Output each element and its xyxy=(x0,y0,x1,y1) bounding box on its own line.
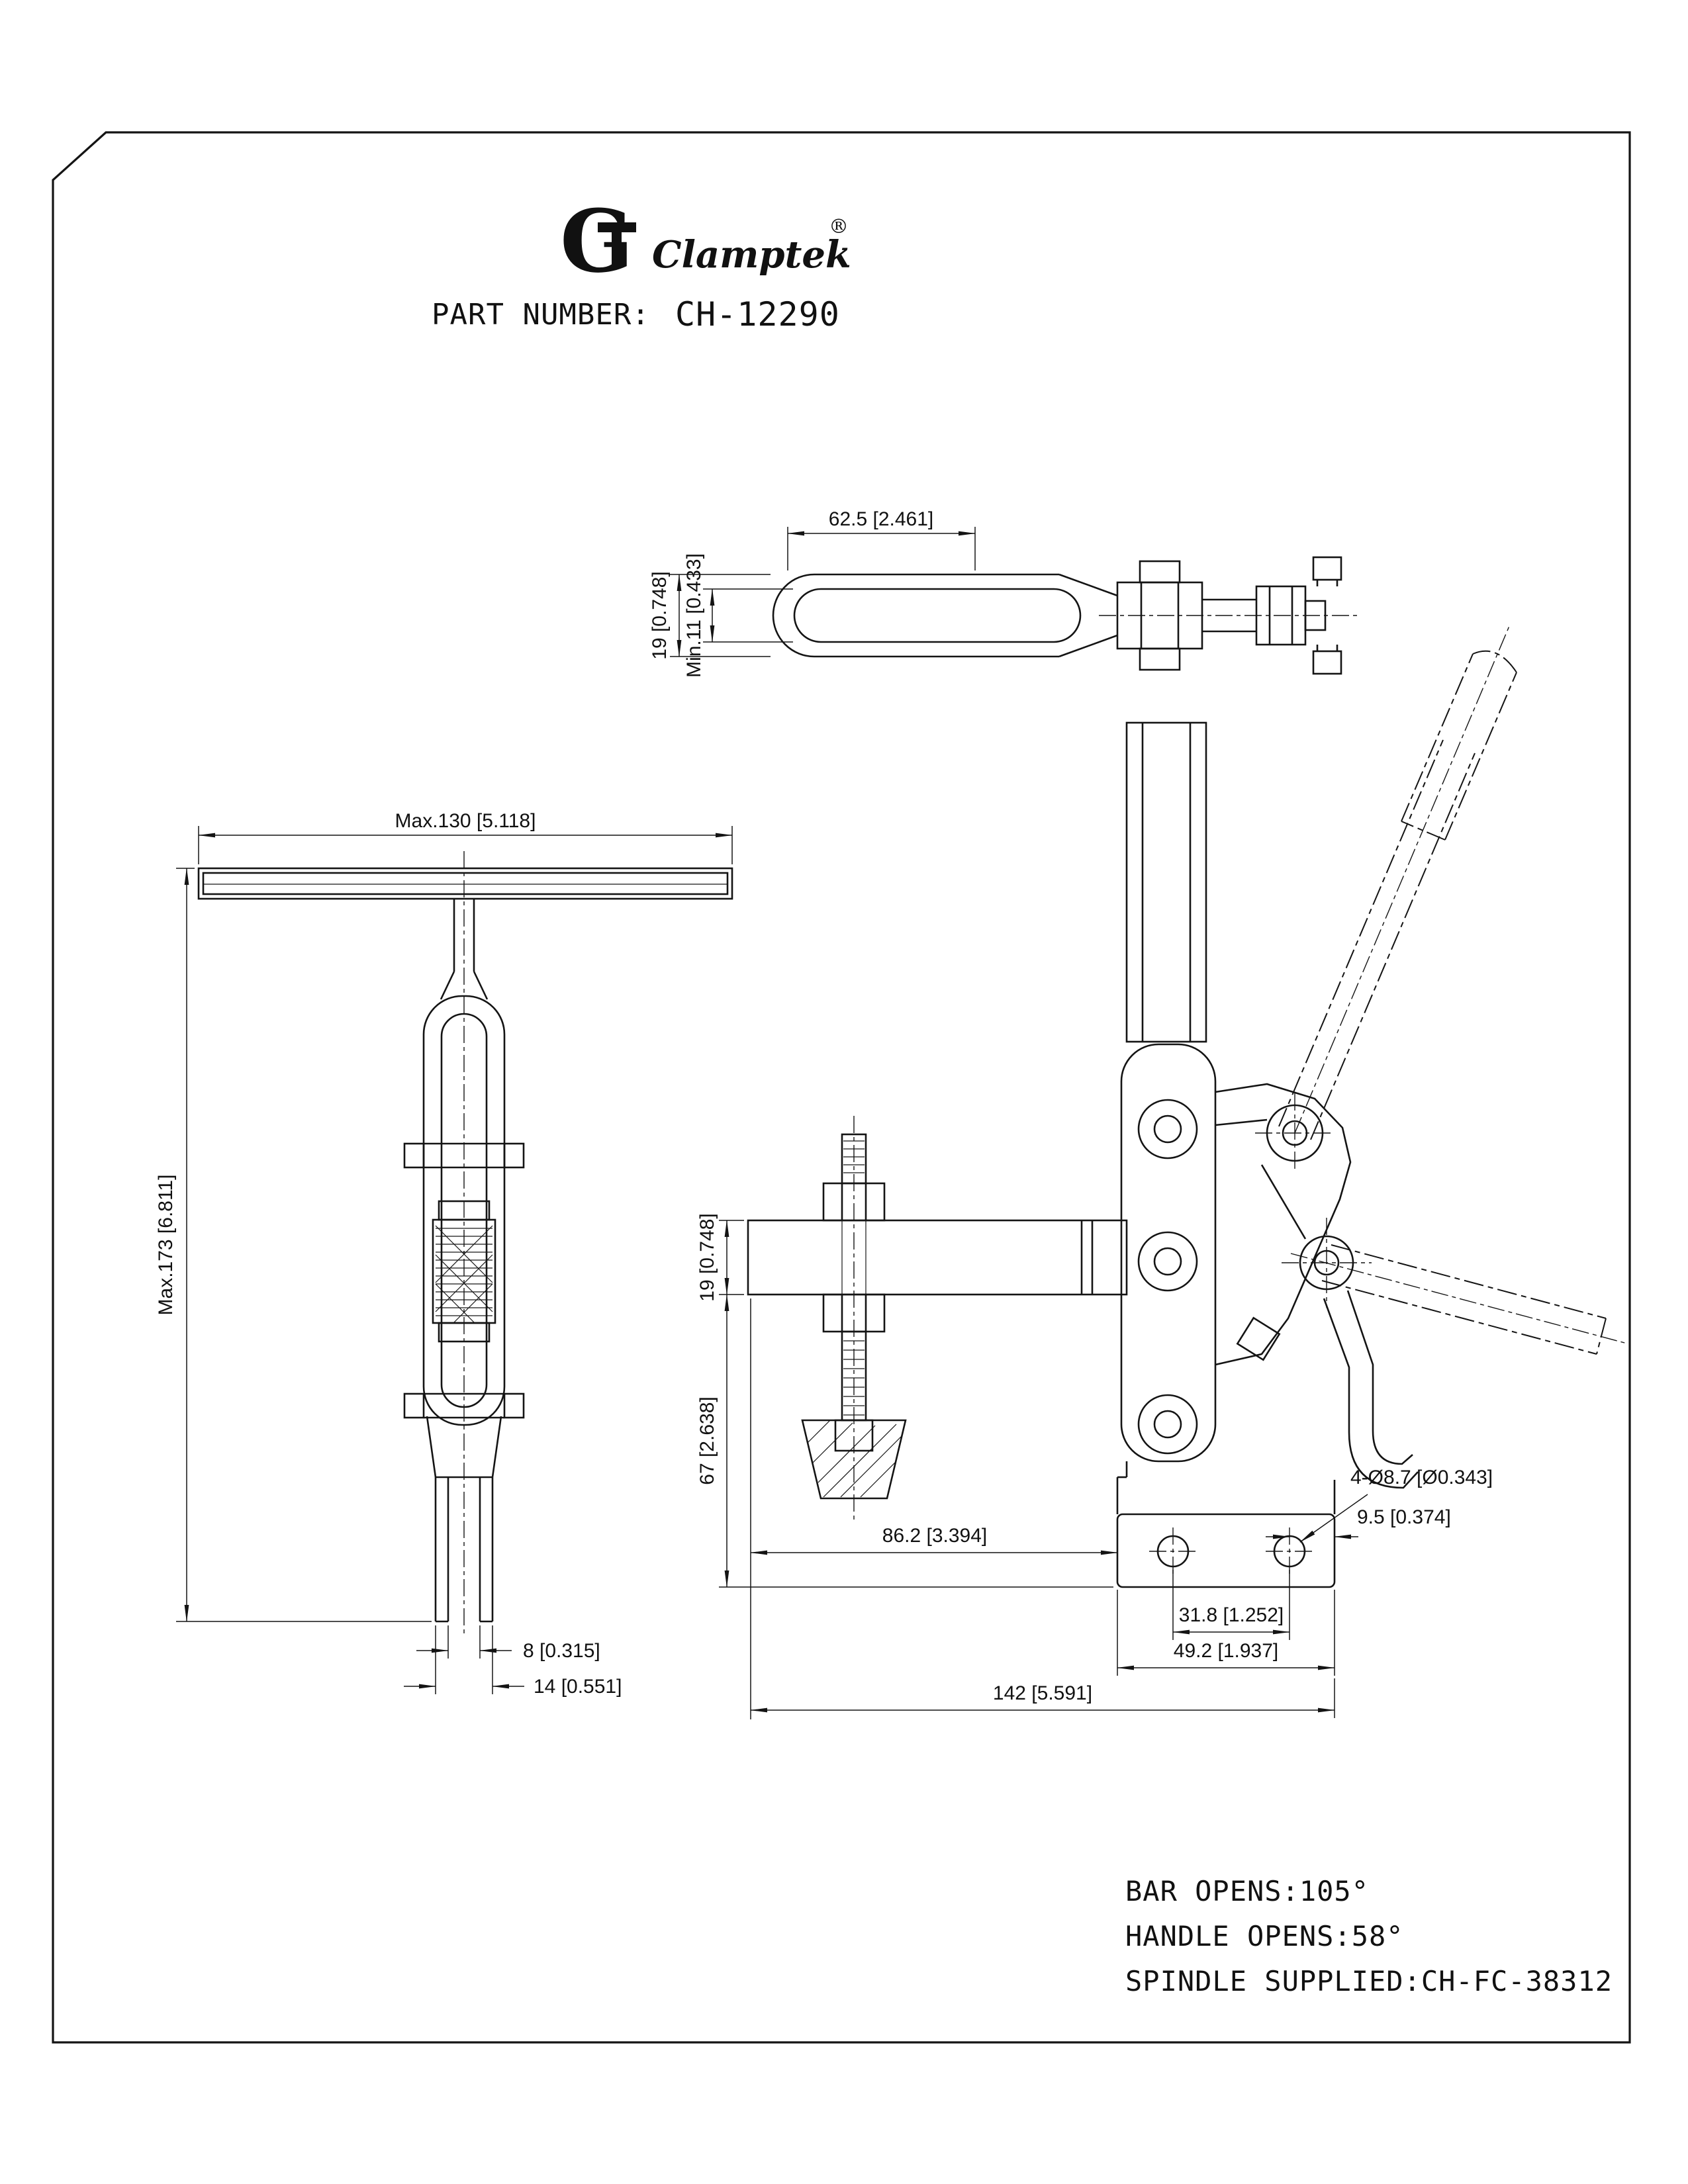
dim-overall-length: 142 [5.591] xyxy=(993,1682,1092,1704)
side-view: Max.130 [5.118] Max.173 [6.811] 8 [0.315… xyxy=(155,810,733,1698)
front-view-dimensions: 19 [0.748] 67 [2.638] 86.2 [3.394] 4-Ø8.… xyxy=(696,1213,1493,1719)
dim-handle-length: Max.130 [5.118] xyxy=(395,810,536,832)
part-number: PART NUMBER: CH-12290 xyxy=(432,295,840,334)
logo-mark: G xyxy=(560,191,633,292)
note-bar-opens: BAR OPENS:105° xyxy=(1125,1875,1369,1907)
dim-mounting-holes: 4-Ø8.7 [Ø0.343] xyxy=(1350,1467,1493,1488)
side-view-dimensions: Max.130 [5.118] Max.173 [6.811] 8 [0.315… xyxy=(155,810,733,1698)
note-spindle: SPINDLE SUPPLIED:CH-FC-38312 xyxy=(1125,1965,1613,1997)
part-number-value: CH-12290 xyxy=(675,295,840,334)
front-view-geometry xyxy=(747,625,1628,1588)
front-view: 19 [0.748] 67 [2.638] 86.2 [3.394] 4-Ø8.… xyxy=(696,625,1628,1719)
note-handle-opens: HANDLE OPENS:58° xyxy=(1125,1920,1404,1952)
dim-fork-inner: 8 [0.315] xyxy=(523,1640,600,1662)
dim-base-to-arm: 67 [2.638] xyxy=(696,1396,718,1484)
dim-bar-section: 19 [0.748] xyxy=(696,1213,718,1301)
sheet-border xyxy=(52,131,1631,2044)
logo-t-stem xyxy=(612,222,622,261)
part-number-label: PART NUMBER: xyxy=(432,298,650,332)
side-view-geometry xyxy=(197,851,733,1636)
top-view: 62.5 [2.461] 19 [0.748] Min.11 [0.433] xyxy=(649,508,1357,678)
top-view-geometry xyxy=(772,556,1357,675)
dim-top-min-opening: Min.11 [0.433] xyxy=(683,553,705,678)
top-view-dimensions: 62.5 [2.461] 19 [0.748] Min.11 [0.433] xyxy=(649,508,976,678)
dim-base-width: 49.2 [1.937] xyxy=(1174,1640,1278,1662)
clamptek-logo: G Clamptek ® xyxy=(560,191,851,292)
notes: BAR OPENS:105° HANDLE OPENS:58° SPINDLE … xyxy=(1125,1875,1613,1997)
dim-arm-reach: 86.2 [3.394] xyxy=(882,1525,987,1547)
brand-name: Clamptek xyxy=(652,233,851,277)
hook-detail xyxy=(1346,1290,1413,1465)
dim-edge-offset: 9.5 [0.374] xyxy=(1357,1506,1451,1528)
dim-top-height: 19 [0.748] xyxy=(649,571,671,659)
registered-mark: ® xyxy=(829,215,849,238)
dim-top-length: 62.5 [2.461] xyxy=(829,508,933,530)
dim-overall-height: Max.173 [6.811] xyxy=(155,1175,177,1316)
dim-hole-pitch: 31.8 [1.252] xyxy=(1179,1604,1284,1626)
dim-fork-outer: 14 [0.551] xyxy=(534,1676,622,1698)
